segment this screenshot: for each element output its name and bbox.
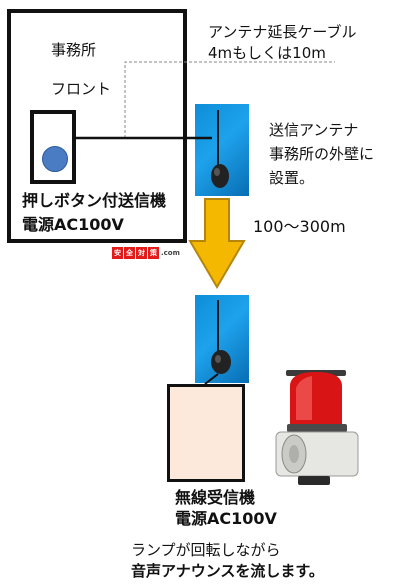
logo-domain: .com [161, 248, 180, 257]
front-label: フロント [51, 80, 112, 98]
receiver-label: 無線受信機 [175, 488, 256, 507]
logo-char-1: 安 [112, 246, 123, 259]
office-box [7, 9, 187, 243]
distance-arrow-icon [188, 198, 246, 289]
caption-line-1: ランプが回転しながら [131, 541, 281, 559]
push-button-icon [42, 146, 68, 172]
caption-line-2: 音声アナウンスを流します。 [131, 562, 324, 580]
transmitter-label: 押しボタン付送信機 [22, 191, 167, 210]
antenna-install-label: 設置。 [269, 169, 315, 187]
transmitter-power-label: 電源AC100V [22, 215, 124, 234]
cable-label: アンテナ延長ケーブル [208, 23, 357, 41]
cable-length-label: 4mもしくは10m [208, 44, 326, 62]
antenna-top-icon [211, 110, 229, 188]
anzen-taisaku-logo: 安 全 対 策 .com [112, 246, 180, 259]
receiver-antenna-cable [204, 373, 219, 385]
office-title: 事務所 [51, 41, 97, 59]
logo-char-3: 対 [136, 246, 147, 259]
receiver-power-label: 電源AC100V [175, 509, 277, 528]
receiver-box [167, 384, 245, 482]
rotating-lamp-icon [275, 370, 359, 485]
extension-cable-route [124, 61, 335, 138]
antenna-label: 送信アンテナ [269, 121, 359, 139]
distance-label: 100〜300m [253, 217, 346, 236]
antenna-bottom-icon [211, 300, 231, 374]
logo-char-2: 全 [124, 246, 135, 259]
antenna-location-label: 事務所の外壁に [269, 145, 375, 163]
logo-char-4: 策 [148, 246, 159, 259]
